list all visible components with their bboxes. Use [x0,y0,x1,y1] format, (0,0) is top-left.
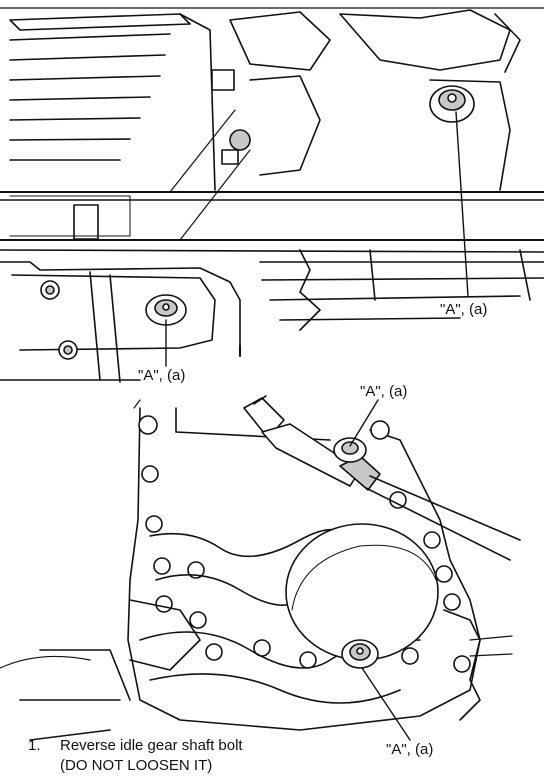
upper-bolt [211,69,251,165]
round-cover [285,523,439,661]
fill-plug-upper [333,437,367,463]
bottom-view-illustration [0,395,521,741]
top-view-illustration [0,7,544,383]
legend-item-text: Reverse idle gear shaft bolt (DO NOT LOO… [60,736,243,776]
callout-a-top-left: "A", (a) [138,367,186,384]
legend-line-2: (DO NOT LOOSEN IT) [60,757,213,774]
socket-wrench-tool [243,395,521,561]
drain-plug-lower [341,639,379,669]
callout-a-bottom-upper: "A", (a) [360,383,408,400]
drain-plug-top-left [145,294,187,326]
drain-plug-top-right [429,85,475,123]
callout-a-top-right: "A", (a) [440,301,488,318]
legend-line-1: Reverse idle gear shaft bolt [60,737,243,754]
legend-item-number: 1. [28,737,41,754]
callout-a-bottom-lower: "A", (a) [386,741,434,758]
